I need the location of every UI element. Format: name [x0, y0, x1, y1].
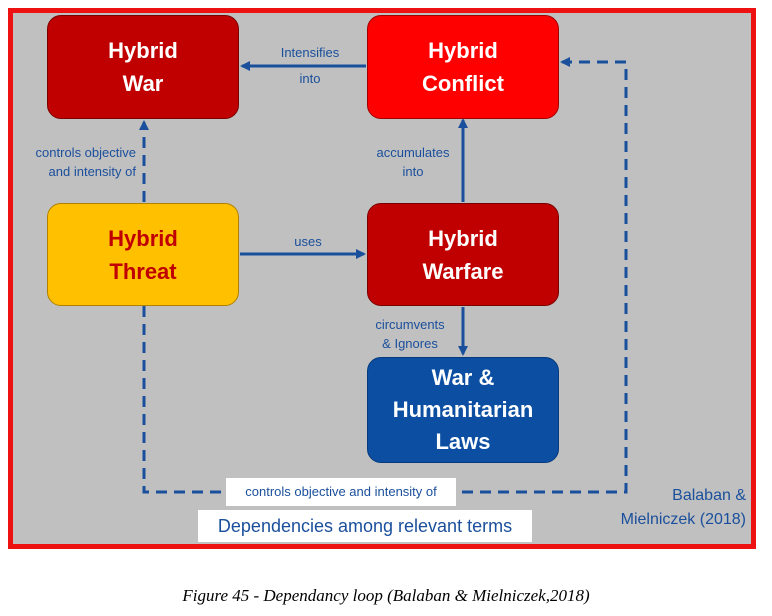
label-controls-left-line-1: controls objective — [35, 145, 136, 160]
node-hybrid-conflict-line-1: Hybrid — [428, 38, 498, 63]
label-controls-left-line-2: and intensity of — [48, 164, 136, 179]
arrow-controls-loop — [142, 57, 628, 494]
credit: Balaban & Mielniczek (2018) — [580, 484, 746, 532]
node-hybrid-conflict-line-2: Conflict — [422, 71, 504, 96]
label-circumvents-line-1: circumvents — [375, 317, 445, 332]
credit-line-2: Mielniczek (2018) — [620, 511, 746, 528]
node-hybrid-war-line-2: War — [122, 71, 164, 96]
label-intensifies-into: Intensifies into — [262, 43, 358, 88]
node-hybrid-threat-line-1: Hybrid — [108, 225, 178, 251]
node-hybrid-warfare-line-2: Warfare — [422, 258, 504, 284]
credit-line-1: Balaban & — [672, 487, 746, 504]
node-hybrid-threat-line-2: Threat — [109, 258, 177, 284]
node-war-laws-line-1: War & — [431, 365, 495, 390]
node-hybrid-warfare: Hybrid Warfare — [367, 203, 559, 306]
label-accumulates-line-2: into — [402, 164, 424, 179]
node-hybrid-war-line-1: Hybrid — [108, 38, 178, 63]
label-circumvents-line-2: & Ignores — [382, 336, 438, 351]
label-controls-left: controls objective and intensity of — [18, 143, 136, 181]
diagram-subtitle: Dependencies among relevant terms — [198, 510, 532, 542]
node-war-humanitarian-laws: War & Humanitarian Laws — [367, 357, 559, 463]
figure-caption: Figure 45 - Dependancy loop (Balaban & M… — [182, 586, 590, 605]
node-war-laws-line-2: Humanitarian — [392, 397, 534, 422]
label-uses: uses — [294, 234, 322, 249]
node-hybrid-war: Hybrid War — [47, 15, 239, 119]
node-hybrid-threat: Hybrid Threat — [47, 203, 239, 306]
label-accumulates-line-1: accumulates — [376, 145, 450, 160]
node-war-laws-line-3: Laws — [435, 429, 491, 454]
node-hybrid-warfare-line-1: Hybrid — [428, 225, 498, 251]
label-intensifies-line-2: into — [299, 71, 321, 86]
label-controls-bottom: controls objective and intensity of — [226, 478, 456, 506]
label-circumvents-ignores: circumvents & Ignores — [360, 315, 460, 353]
label-intensifies-line-1: Intensifies — [280, 45, 340, 60]
node-hybrid-conflict: Hybrid Conflict — [367, 15, 559, 119]
label-accumulates-into: accumulates into — [366, 143, 460, 181]
